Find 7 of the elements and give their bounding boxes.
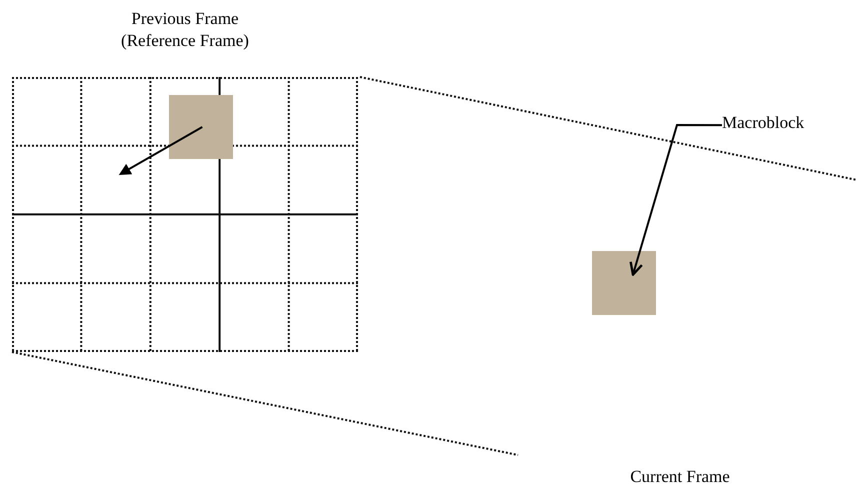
frame-label: Current Frame <box>629 466 731 488</box>
motion-vector-arrow <box>118 126 203 175</box>
leader-line <box>630 124 722 276</box>
macroblock <box>592 251 656 315</box>
frame-heading: Previous Frame (Reference Frame) <box>120 8 250 52</box>
macroblock <box>169 95 233 159</box>
callout-text: Macroblock <box>722 112 806 134</box>
